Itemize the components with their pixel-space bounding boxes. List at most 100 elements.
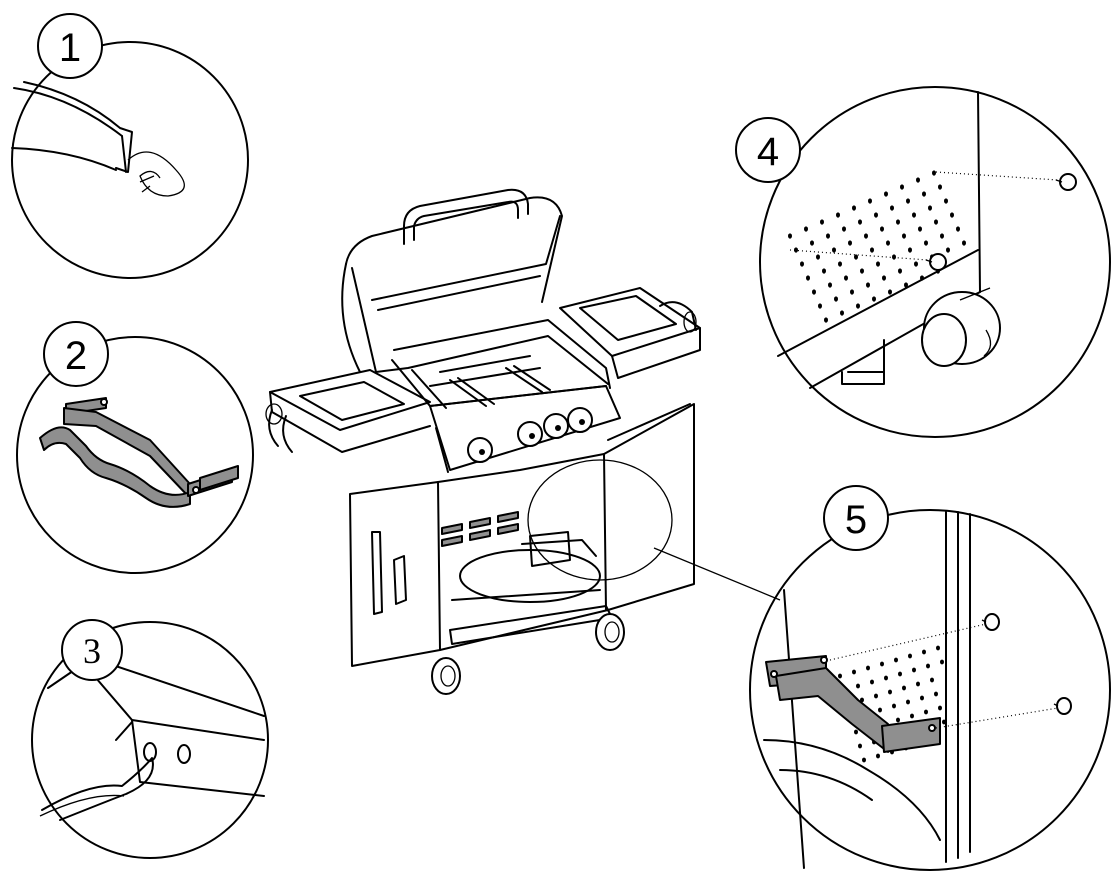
perforation-hole — [940, 659, 944, 665]
perforation-hole — [862, 757, 866, 763]
perforation-hole — [832, 247, 836, 253]
detail-5-bracket-screws: 5 — [749, 485, 1111, 871]
callout-number-1: 1 — [59, 26, 81, 70]
perforation-hole — [920, 275, 924, 281]
perforation-hole — [890, 205, 894, 211]
perforation-hole — [906, 198, 910, 204]
perforation-hole — [902, 685, 906, 691]
perforation-hole — [856, 683, 860, 689]
perforation-hole — [944, 198, 948, 204]
grill-main — [265, 188, 781, 695]
perforation-hole — [886, 240, 890, 246]
perforation-hole — [936, 645, 940, 651]
perforation-hole — [872, 296, 876, 302]
perforation-hole — [822, 268, 826, 274]
perforation-hole — [906, 699, 910, 705]
perforation-hole — [912, 212, 916, 218]
perforation-hole — [858, 743, 862, 749]
perforation-hole — [900, 184, 904, 190]
perforation-hole — [924, 240, 928, 246]
perforation-hole — [836, 212, 840, 218]
perforation-hole — [956, 226, 960, 232]
perforation-hole — [912, 667, 916, 673]
callout-number-3: 3 — [83, 631, 101, 671]
perforation-hole — [896, 219, 900, 225]
wheel-icon — [595, 613, 625, 651]
perforation-hole — [834, 296, 838, 302]
perforation-hole — [938, 184, 942, 190]
perforation-hole — [812, 289, 816, 295]
perforation-hole — [922, 649, 926, 655]
perforation-hole — [848, 240, 852, 246]
perforation-hole — [838, 261, 842, 267]
perforation-holes — [788, 170, 966, 323]
perforation-hole — [876, 261, 880, 267]
perforation-hole — [922, 191, 926, 197]
perforation-hole — [884, 675, 888, 681]
perforation-hole — [800, 261, 804, 267]
perforation-hole — [824, 317, 828, 323]
perforation-hole — [930, 677, 934, 683]
detail-2-curved-bracket: 2 — [16, 321, 254, 574]
perforation-hole — [870, 247, 874, 253]
perforation-hole — [854, 729, 858, 735]
perforation-hole — [870, 679, 874, 685]
perforation-hole — [806, 275, 810, 281]
wheel-icon — [431, 657, 461, 695]
perforation-hole — [838, 673, 842, 679]
perforation-hole — [820, 219, 824, 225]
screw-icon — [1055, 173, 1077, 191]
perforation-hole — [916, 681, 920, 687]
perforation-hole — [892, 703, 896, 709]
screw-icon — [925, 253, 947, 271]
perforation-hole — [902, 233, 906, 239]
perforation-hole — [788, 233, 792, 239]
perforation-hole — [842, 226, 846, 232]
perforation-hole — [882, 275, 886, 281]
perforation-hole — [888, 689, 892, 695]
perforation-hole — [924, 709, 928, 715]
perforation-hole — [910, 713, 914, 719]
perforation-hole — [942, 719, 946, 725]
perforation-hole — [828, 282, 832, 288]
perforation-hole — [858, 219, 862, 225]
perforation-hole — [868, 198, 872, 204]
perforation-hole — [932, 170, 936, 176]
perforation-hole — [916, 177, 920, 183]
perforation-hole — [810, 240, 814, 246]
callout-number-5: 5 — [845, 498, 867, 542]
screw-icon — [1053, 697, 1072, 715]
perforation-hole — [908, 653, 912, 659]
callout-number-4: 4 — [757, 130, 779, 174]
perforation-hole — [950, 212, 954, 218]
perforation-hole — [866, 665, 870, 671]
perforation-hole — [852, 205, 856, 211]
perforation-hole — [928, 205, 932, 211]
perforation-hole — [946, 247, 950, 253]
perforation-hole — [856, 303, 860, 309]
perforation-hole — [940, 233, 944, 239]
vent-slots — [441, 511, 519, 547]
perforation-hole — [826, 233, 830, 239]
perforation-hole — [934, 219, 938, 225]
perforation-hole — [840, 310, 844, 316]
perforation-hole — [818, 303, 822, 309]
perforation-hole — [918, 226, 922, 232]
detail-1-strap-hook: 1 — [11, 13, 249, 279]
perforation-hole — [816, 254, 820, 260]
screw-icon — [981, 613, 1000, 631]
perforation-hole — [794, 247, 798, 253]
perforation-hole — [860, 268, 864, 274]
perforation-hole — [864, 233, 868, 239]
perforation-hole — [854, 254, 858, 260]
perforation-hole — [898, 268, 902, 274]
perforation-hole — [914, 261, 918, 267]
perforation-hole — [898, 671, 902, 677]
perforation-hole — [878, 707, 882, 713]
perforation-hole — [926, 663, 930, 669]
detail-3-shelf-corner: 3 — [31, 619, 269, 859]
perforation-hole — [874, 212, 878, 218]
perforation-hole — [934, 691, 938, 697]
perforation-hole — [880, 226, 884, 232]
perforation-hole — [844, 275, 848, 281]
